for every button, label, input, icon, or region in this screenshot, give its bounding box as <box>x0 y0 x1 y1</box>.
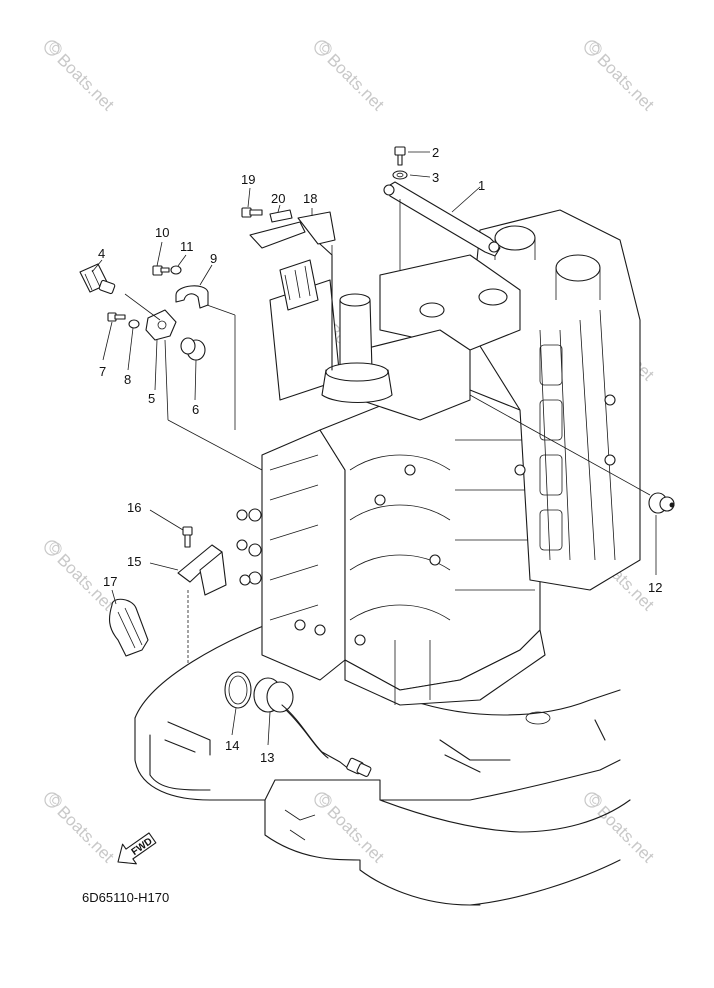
part-5-holder <box>145 309 177 341</box>
svg-text:Boats.net: Boats.net <box>53 802 117 866</box>
callout-5: 5 <box>148 391 155 406</box>
callout-15: 15 <box>127 554 141 569</box>
callout-11: 11 <box>180 239 194 254</box>
callout-10: 10 <box>155 225 169 240</box>
part-7-screw <box>107 312 126 322</box>
bottom-cowling <box>134 599 631 906</box>
part-8-washer <box>128 319 140 329</box>
callout-12: 12 <box>648 580 662 595</box>
leader-lines <box>91 151 657 746</box>
watermark: © Boats.net <box>584 37 658 114</box>
watermark: © Boats.net <box>314 789 388 866</box>
part-6-grommet <box>180 337 206 361</box>
callout-4: 4 <box>98 246 105 261</box>
engine-block <box>236 209 641 706</box>
svg-text:Boats.net: Boats.net <box>593 802 657 866</box>
callout-9: 9 <box>210 251 217 266</box>
part-19-bolt <box>241 207 263 218</box>
callout-17: 17 <box>103 574 117 589</box>
part-13-connector <box>253 677 372 777</box>
part-16-bolt <box>182 526 193 548</box>
part-4-sensor <box>79 263 116 295</box>
callout-2: 2 <box>432 145 439 160</box>
callout-19: 19 <box>241 172 255 187</box>
part-11-washer <box>170 265 182 275</box>
callout-18: 18 <box>303 191 317 206</box>
svg-text:Boats.net: Boats.net <box>593 50 657 114</box>
part-20-clip <box>269 209 293 223</box>
side-bolts <box>236 394 616 646</box>
part-12-sensor <box>648 492 675 514</box>
callout-labels: 1 2 3 4 5 6 7 8 9 10 11 12 13 14 15 16 1… <box>98 145 662 765</box>
callout-8: 8 <box>124 372 131 387</box>
part-14-oring <box>224 671 252 709</box>
watermark: © Boats.net <box>314 37 388 114</box>
part-9-clamp <box>175 285 209 309</box>
callout-6: 6 <box>192 402 199 417</box>
part-3-washer <box>392 170 408 180</box>
svg-text:Boats.net: Boats.net <box>323 802 387 866</box>
diagram-code: 6D65110-H170 <box>82 890 169 905</box>
callout-13: 13 <box>260 750 274 765</box>
part-2-bolt <box>394 146 406 166</box>
part-15-bracket <box>177 544 227 596</box>
callout-1: 1 <box>478 178 485 193</box>
fwd-arrow-icon: FWD <box>117 832 157 865</box>
svg-text:Boats.net: Boats.net <box>53 50 117 114</box>
callout-7: 7 <box>99 364 106 379</box>
part-10-bolt <box>152 265 170 276</box>
callout-16: 16 <box>127 500 141 515</box>
part-17-clamp <box>108 598 149 657</box>
callout-14: 14 <box>225 738 239 753</box>
watermark: © Boats.net <box>44 789 118 866</box>
part-1-bracket <box>383 181 501 270</box>
watermark: © Boats.net <box>44 37 118 114</box>
callout-20: 20 <box>271 191 285 206</box>
watermark: © Boats.net <box>584 789 658 866</box>
svg-text:Boats.net: Boats.net <box>323 50 387 114</box>
callout-3: 3 <box>432 170 439 185</box>
